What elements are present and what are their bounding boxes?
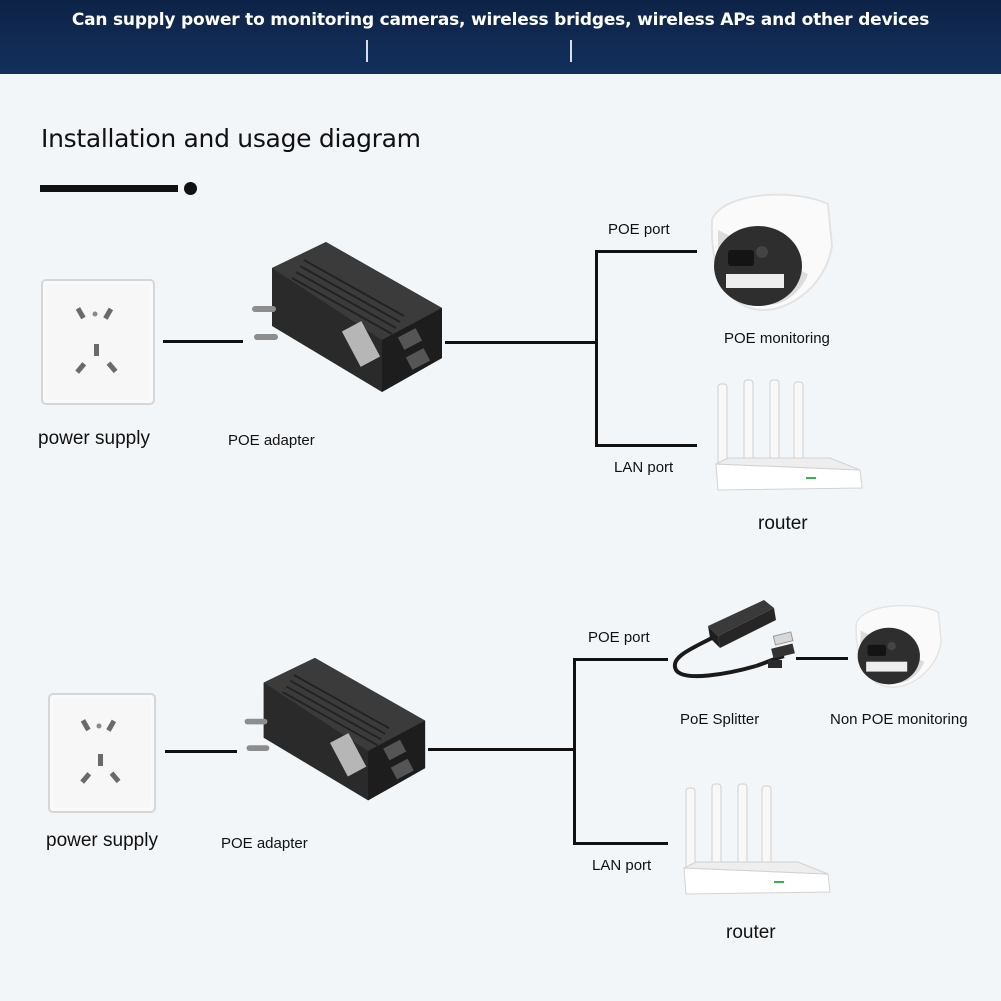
poe-adapter-icon	[244, 240, 444, 400]
router-icon	[682, 782, 832, 902]
dome-camera-icon	[706, 186, 836, 312]
router-label: router	[726, 922, 776, 943]
top-banner: Can supply power to monitoring cameras, …	[0, 0, 1001, 74]
wire-socket-adapter	[165, 750, 237, 753]
poe-adapter-icon	[237, 656, 427, 808]
lan-port-label: LAN port	[592, 857, 652, 874]
wall-socket-icon	[40, 278, 156, 406]
wire-to-splitter	[573, 658, 668, 661]
poe-port-label: POE port	[608, 221, 670, 238]
power-supply-label: power supply	[46, 830, 158, 851]
poe-adapter-label: POE adapter	[221, 835, 308, 852]
lan-port-label: LAN port	[614, 459, 674, 476]
dome-camera-icon	[852, 598, 944, 690]
wire-to-router	[573, 842, 668, 845]
wire-adapter-branch	[445, 341, 597, 344]
poe-splitter-icon	[668, 596, 800, 692]
poe-adapter-label: POE adapter	[228, 432, 315, 449]
title-underline	[40, 185, 178, 192]
title-underline-dot	[184, 182, 197, 195]
wire-adapter-branch	[428, 748, 575, 751]
banner-text: Can supply power to monitoring cameras, …	[71, 10, 930, 30]
section-title: Installation and usage diagram	[41, 124, 421, 153]
wire-socket-adapter	[163, 340, 243, 343]
poe-monitoring-label: POE monitoring	[724, 330, 830, 347]
router-label: router	[758, 513, 808, 534]
wire-splitter-camera	[796, 657, 848, 660]
wire-to-router	[595, 444, 697, 447]
banner-divider-left	[366, 40, 368, 62]
non-poe-monitoring-label: Non POE monitoring	[830, 711, 968, 728]
wire-branch-vertical	[573, 658, 576, 844]
wall-socket-icon	[47, 692, 157, 814]
poe-port-label: POE port	[588, 629, 650, 646]
wire-to-camera	[595, 250, 697, 253]
power-supply-label: power supply	[38, 428, 150, 449]
router-icon	[714, 378, 864, 498]
banner-divider-right	[570, 40, 572, 62]
poe-splitter-label: PoE Splitter	[680, 711, 760, 728]
wire-branch-vertical	[595, 250, 598, 446]
